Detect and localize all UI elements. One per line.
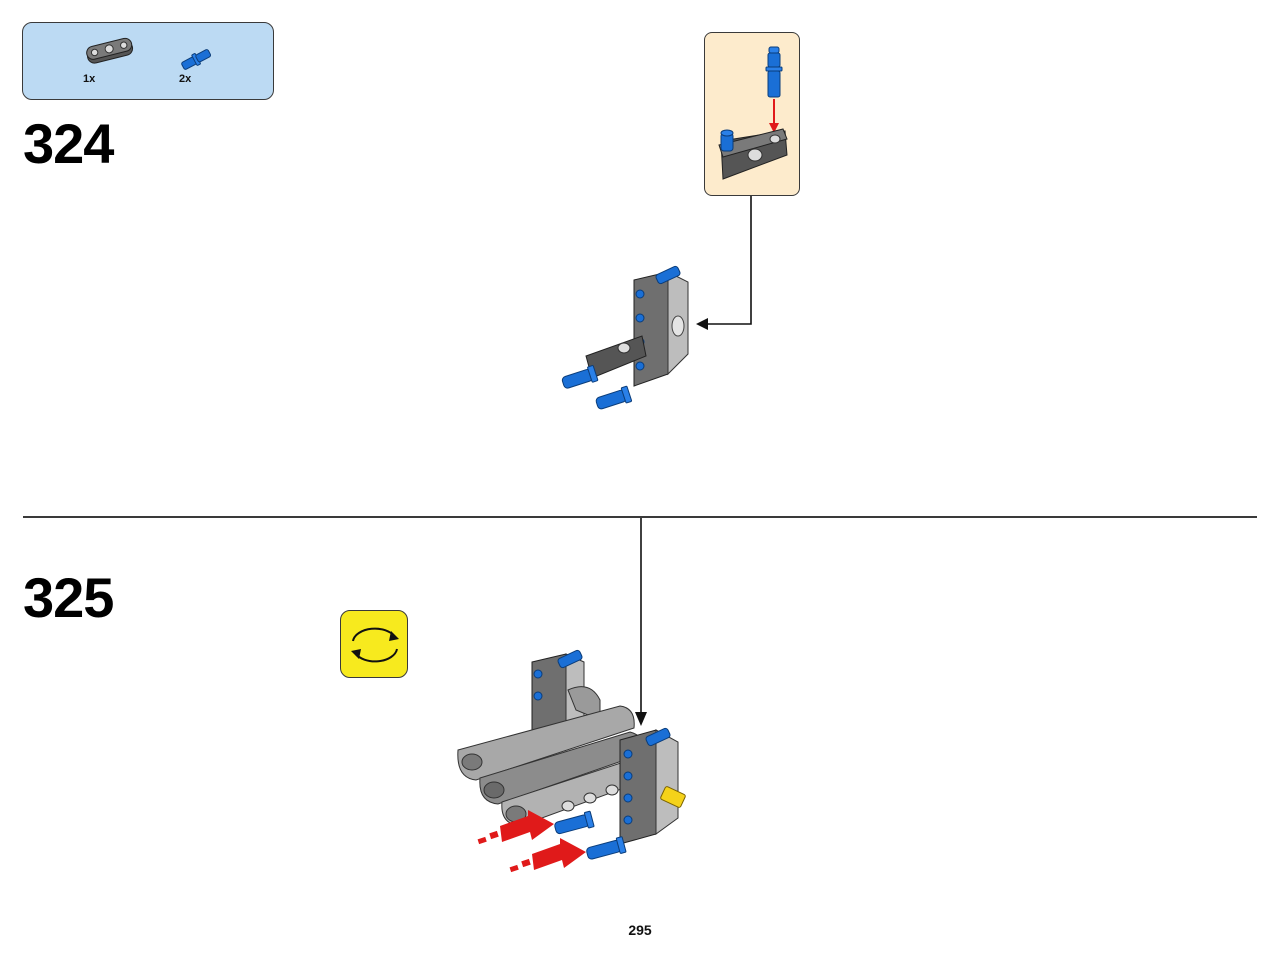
step-number-324: 324: [23, 112, 114, 175]
pin-part-icon: [181, 49, 212, 70]
step-divider: [23, 516, 1257, 518]
page-number: 295: [628, 922, 652, 938]
insert-arrow-upper: [477, 810, 554, 845]
subassembly-callout: [704, 32, 800, 196]
step-number-325: 325: [23, 566, 114, 629]
parts-list-box: 1x 2x: [22, 22, 274, 100]
part-qty-beam: 1x: [83, 73, 96, 85]
rotate-model-icon: [340, 610, 408, 678]
beam-part-icon: [86, 37, 134, 64]
subassembly-illustration: [718, 46, 788, 180]
step-324-assembly: [561, 265, 689, 410]
beam-icon: [718, 128, 788, 180]
insert-arrow-lower: [509, 838, 586, 873]
pin-icon: [765, 46, 783, 98]
part-qty-pin: 2x: [179, 73, 192, 85]
rotate-arrows-icon: [351, 627, 399, 663]
step-325-assembly: [457, 649, 686, 873]
